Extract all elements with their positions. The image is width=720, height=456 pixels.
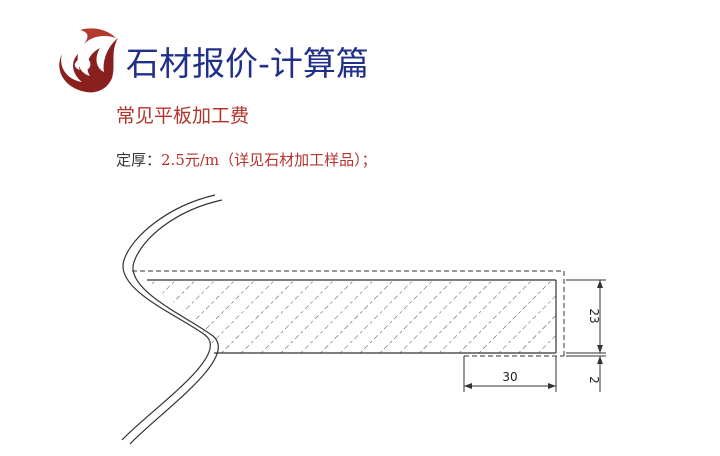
company-logo [59,28,118,93]
slab-hatch-fill [145,280,556,353]
page-title: 石材报价-计算篇 [126,44,369,83]
price-line: 定厚：2.5元/m（详见石材加工样品）； [116,149,377,171]
dim-label-width: 30 [502,370,517,384]
price-note: （详见石材加工样品）； [219,151,377,169]
dim-arrow-thickness-bottom [597,345,603,353]
dim-arrow-thickness-top [597,280,603,288]
section-subtitle: 常见平板加工费 [116,105,250,127]
dim-label-step: 2 [587,376,601,384]
edge-profile-outer-curve [121,194,216,441]
dim-arrow-step [597,356,603,364]
dim-arrow-width-right [548,383,556,389]
dim-label-thickness: 23 [587,308,601,323]
price-value: 2.5元/m [161,151,220,169]
edge-profile-inner-curve [129,199,223,445]
dim-arrow-width-left [464,383,472,389]
price-label: 定厚： [116,151,162,169]
